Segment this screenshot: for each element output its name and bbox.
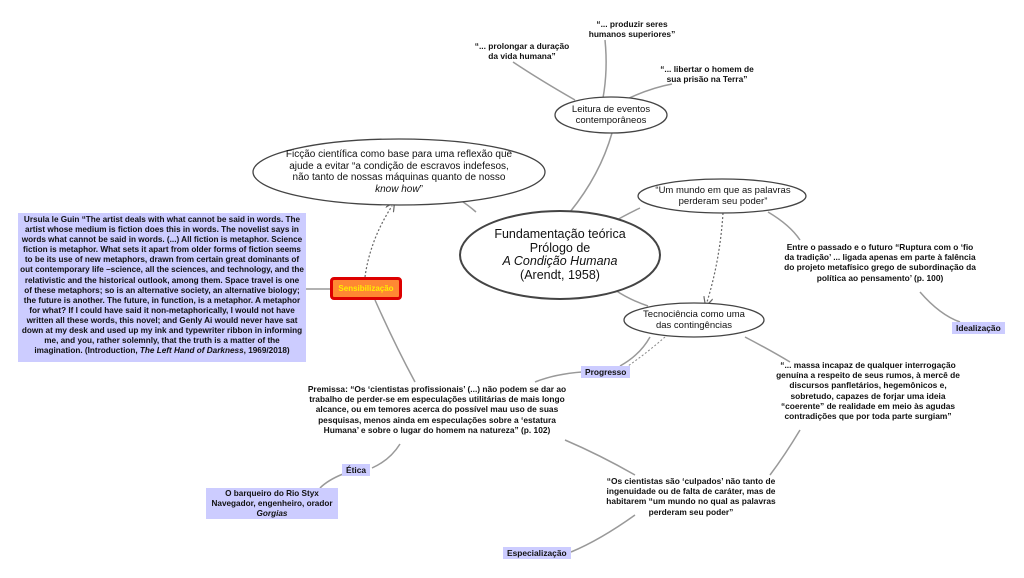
ficcao-text: Ficção científica como base para uma ref… [285,149,513,183]
link-entre-idealizacao [919,291,961,323]
quote-produzir[interactable]: “... produzir seres humanos superiores” [588,19,676,40]
ursula-end: , 1969/2018) [243,346,290,356]
center-ellipse [459,210,661,300]
link-um-mundo-entre [767,211,801,241]
quote-libertar[interactable]: “... libertar o homem de sua prisão na T… [660,64,754,85]
quote-prolongar[interactable]: “... prolongar a duração da vida humana” [474,41,570,62]
premissa-node[interactable]: Premissa: “Os ‘cientistas profissionais’… [307,384,567,435]
barqueiro-line-1: O barqueiro do Rio Styx [225,489,319,498]
ficcao-node[interactable]: Ficção científica como base para uma ref… [280,145,518,199]
link-sens-premissa [374,299,416,383]
dotted-arrow-um-mundo-tecno [707,212,724,302]
dotted-arrow-sens-ficcao [364,206,392,278]
link-culpados-especializacao [570,514,636,553]
central-topic[interactable]: Fundamentação teórica Prólogo de A Condi… [470,215,650,295]
tecnociencia-ellipse [623,302,765,338]
um-mundo-node[interactable]: “Um mundo em que as palavras perderam se… [655,184,791,208]
link-center-leitura [569,132,613,213]
barqueiro-line-2: Navegador, engenheiro, orador [211,499,333,509]
tecnociencia-node[interactable]: Tecnociência como uma das contingências [643,308,745,332]
um-mundo-ellipse [637,178,807,214]
link-leitura-produzir [602,39,607,99]
ursula-box[interactable]: Ursula le Guin “The artist deals with wh… [18,213,306,362]
culpados-node[interactable]: “Os cientistas são ‘culpados’ não tanto … [606,476,776,517]
link-premissa-etica [371,443,401,469]
entre-node[interactable]: Entre o passado e o futuro “Ruptura com … [784,242,976,283]
especializacao-tag[interactable]: Especialização [503,547,571,559]
link-leitura-libertar [624,83,673,101]
ficcao-end: ” [419,183,423,195]
ficcao-italic: know how [375,183,420,195]
ursula-text: Ursula le Guin “The artist deals with wh… [20,215,304,356]
center-line-3: A Condição Humana [502,254,618,268]
ficcao-ellipse [252,138,546,206]
leitura-ellipse [554,96,668,134]
center-line-4: (Arendt, 1958) [520,267,600,282]
barqueiro-box[interactable]: O barqueiro do Rio Styx Navegador, engen… [206,488,338,519]
link-premissa-culpados [564,439,636,476]
center-line-2: Prólogo de [529,240,591,255]
idealizacao-tag[interactable]: Idealização [952,322,1005,334]
sensibilizacao-node[interactable]: Sensibilização [330,277,402,300]
link-tecno-massa [744,336,791,363]
link-etica-barqueiro [319,473,344,489]
progresso-tag[interactable]: Progresso [581,366,631,378]
leitura-node[interactable]: Leitura de eventos contemporâneos [571,103,651,127]
link-massa-culpados [769,429,801,476]
ursula-italic: The Left Hand of Darkness [139,346,244,356]
link-tecno-progresso [619,336,651,367]
massa-node[interactable]: “... massa incapaz de qualquer interroga… [776,360,960,422]
link-leitura-prolongar [512,61,576,101]
barqueiro-line-3: Gorgias [256,509,288,519]
center-line-1: Fundamentação teórica [494,227,626,241]
etica-tag[interactable]: Ética [342,464,371,476]
link-progresso-premissa [534,371,583,383]
